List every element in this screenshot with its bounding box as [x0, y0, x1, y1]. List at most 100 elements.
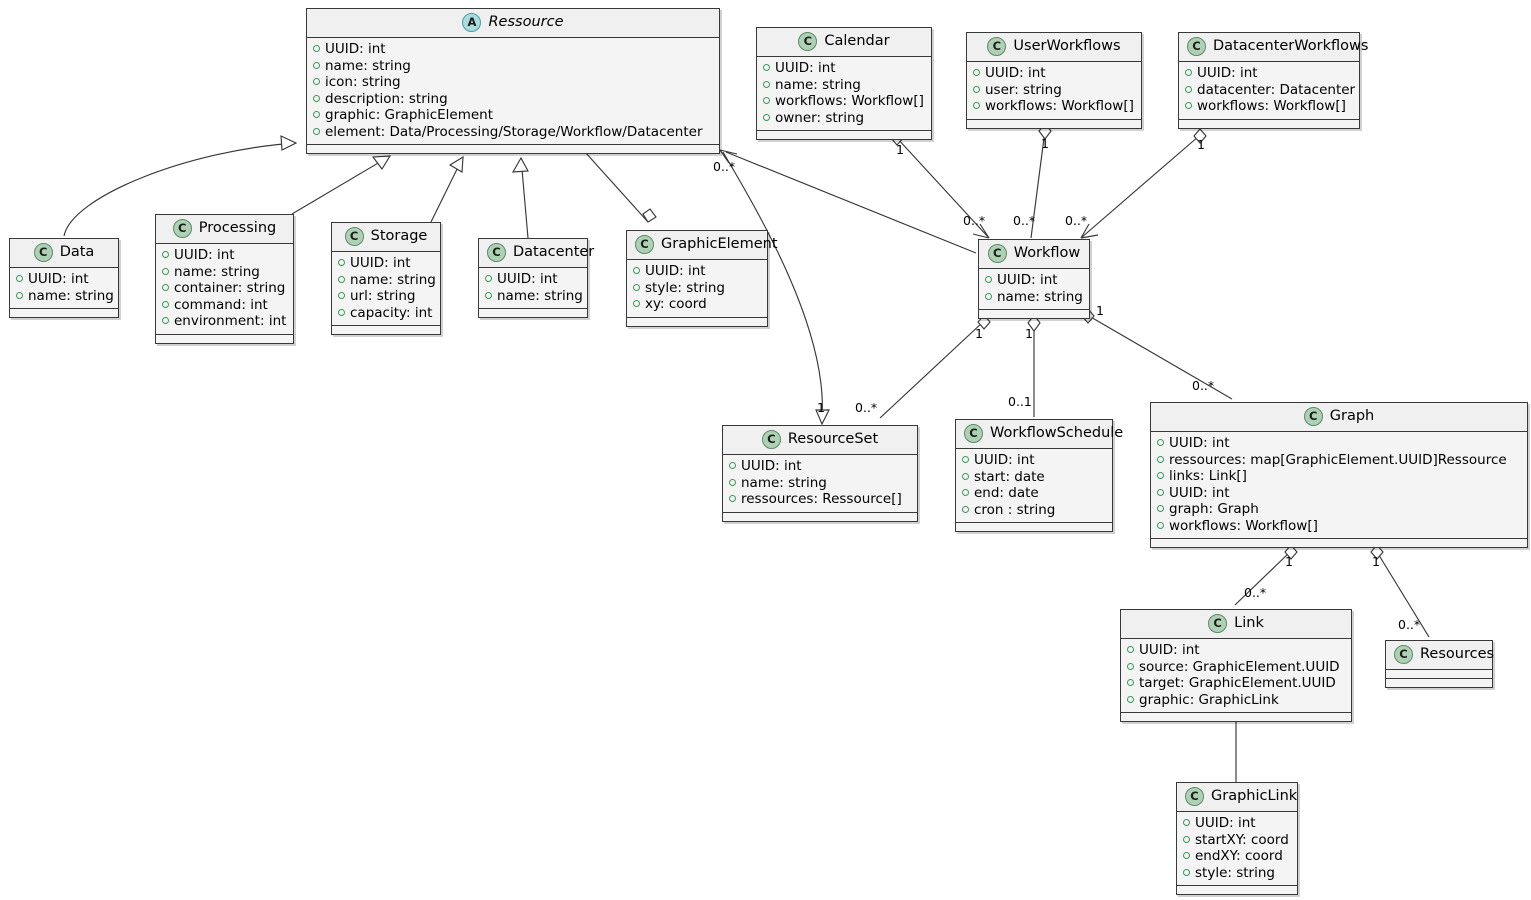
- class-footer-calendar: [757, 131, 931, 139]
- attribute-label: user: string: [985, 81, 1062, 98]
- class-header-ressource: A Ressource: [307, 9, 719, 38]
- visibility-public-icon: [485, 291, 492, 299]
- class-attribute: startXY: coord: [1183, 832, 1291, 849]
- class-name-calendar: Calendar: [824, 33, 890, 50]
- class-icon: C: [172, 219, 192, 238]
- class-footer-datacenter: [479, 309, 587, 317]
- class-footer-userworkflows: [967, 119, 1141, 128]
- class-attribute: element: Data/Processing/Storage/Workflo…: [313, 124, 713, 141]
- class-attribute: graphic: GraphicElement: [313, 107, 713, 124]
- class-attribute: UUID: int: [1157, 485, 1521, 502]
- visibility-public-icon: [763, 80, 770, 88]
- class-name-graph: Graph: [1329, 408, 1375, 425]
- visibility-public-icon: [313, 78, 320, 85]
- visibility-public-icon: [973, 102, 980, 109]
- inheritance-arrow-processing: [371, 155, 392, 171]
- class-name-resources: Resources: [1420, 646, 1495, 663]
- visibility-public-icon: [1185, 85, 1192, 93]
- multiplicity-label: 0..*: [1013, 213, 1036, 228]
- visibility-public-icon: [1157, 472, 1164, 479]
- class-icon: C: [1185, 787, 1204, 806]
- attribute-label: UUID: int: [497, 271, 558, 287]
- attribute-label: links: Link[]: [1169, 468, 1247, 484]
- attribute-label: UUID: int: [1139, 642, 1200, 658]
- visibility-public-icon: [633, 283, 640, 291]
- class-name-workflowschedule: WorkflowSchedule: [990, 425, 1124, 442]
- attribute-label: UUID: int: [28, 271, 89, 287]
- multiplicity-label: 0..*: [963, 213, 986, 228]
- visibility-public-icon: [338, 275, 345, 283]
- class-attribute: endXY: coord: [1183, 848, 1291, 865]
- class-attribute: ressources: Ressource[]: [729, 491, 911, 508]
- inheritance-arrow-data: [280, 135, 298, 151]
- visibility-public-icon: [1127, 662, 1134, 670]
- edge-processing-ressource: [291, 155, 391, 215]
- class-footer-ressource: [307, 145, 719, 153]
- class-attribute: xy: coord: [633, 296, 761, 313]
- attribute-label: UUID: int: [1169, 484, 1230, 501]
- class-attribute: description: string: [313, 91, 713, 108]
- edge-ressource-graphicelement: [584, 151, 649, 223]
- visibility-public-icon: [162, 317, 169, 324]
- visibility-public-icon: [1183, 852, 1190, 859]
- multiplicity-label: 0..*: [1244, 585, 1267, 600]
- class-header-graph: C Graph: [1151, 403, 1527, 432]
- class-icon: C: [33, 243, 53, 262]
- visibility-public-icon: [313, 111, 320, 118]
- class-attribute: UUID: int: [1127, 642, 1345, 659]
- class-footer-graphiclink: [1177, 886, 1297, 894]
- attribute-label: name: string: [997, 288, 1083, 305]
- attribute-label: UUID: int: [350, 255, 411, 271]
- class-attribute: name: string: [162, 264, 287, 281]
- multiplicity-label: 1: [1197, 137, 1205, 152]
- class-name-ressource: Ressource: [488, 14, 564, 31]
- class-attribute: user: string: [973, 82, 1135, 99]
- attribute-label: source: GraphicElement.UUID: [1139, 658, 1340, 675]
- visibility-public-icon: [162, 251, 169, 258]
- visibility-public-icon: [973, 85, 980, 93]
- class-attribute: end: date: [962, 485, 1106, 502]
- class-icon: C: [1303, 407, 1323, 426]
- visibility-public-icon: [1157, 439, 1164, 446]
- multiplicity-label: 0..*: [713, 159, 736, 174]
- attribute-label: UUID: int: [1169, 435, 1230, 451]
- abstract-class-icon: A: [462, 13, 482, 32]
- multiplicity-label: 1: [1041, 136, 1049, 151]
- visibility-public-icon: [962, 489, 969, 496]
- class-attribute: UUID: int: [338, 255, 434, 272]
- class-attribute: command: int: [162, 297, 287, 314]
- visibility-public-icon: [16, 291, 23, 299]
- class-attribute: UUID: int: [485, 271, 581, 288]
- visibility-public-icon: [313, 61, 320, 69]
- visibility-public-icon: [729, 462, 736, 469]
- attribute-label: UUID: int: [645, 263, 706, 279]
- attribute-label: name: string: [174, 263, 260, 280]
- attribute-label: owner: string: [775, 109, 865, 126]
